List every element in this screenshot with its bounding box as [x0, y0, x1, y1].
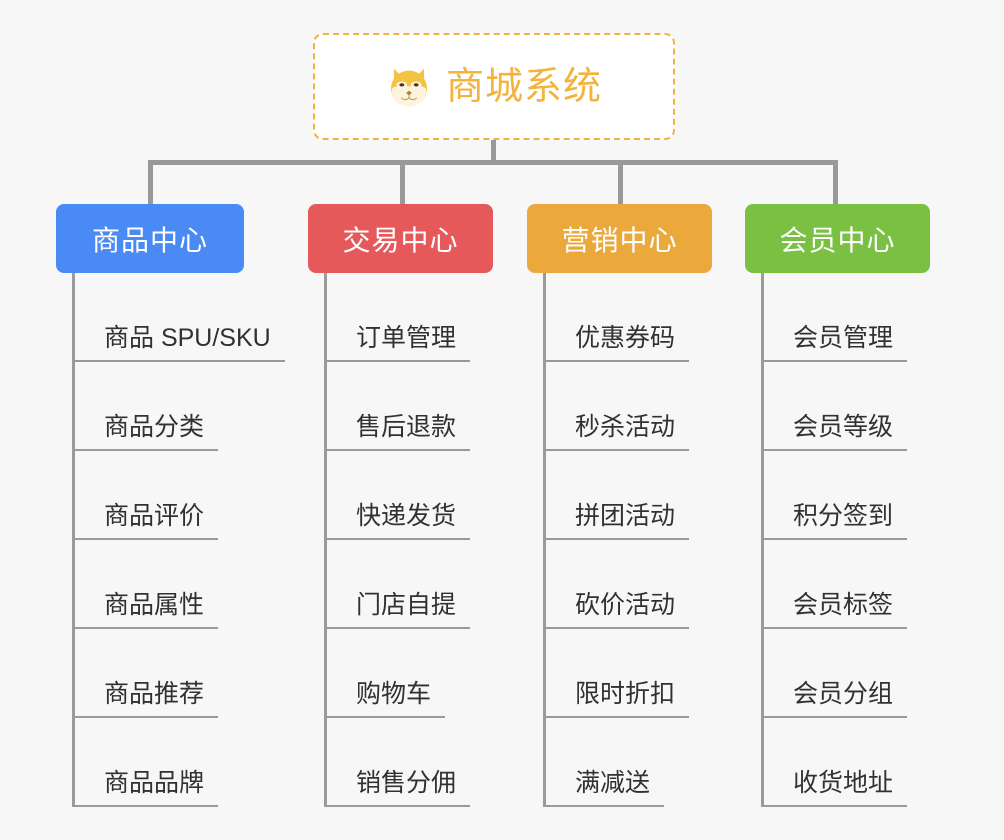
- leaf-list-2: 订单管理 售后退款 快递发货 门店自提 购物车 销售分佣: [324, 273, 471, 807]
- category-header-会员中心[interactable]: 会员中心: [745, 204, 930, 273]
- category-spine-2: [324, 273, 327, 807]
- leaf-item[interactable]: 商品品牌: [72, 718, 285, 807]
- leaf-list-1: 商品 SPU/SKU 商品分类 商品评价 商品属性 商品推荐 商品品牌: [72, 273, 285, 807]
- leaf-item[interactable]: 商品推荐: [72, 629, 285, 718]
- leaf-label: 会员分组: [793, 679, 894, 708]
- leaf-label: 商品评价: [104, 501, 205, 530]
- leaf-item[interactable]: 快递发货: [324, 451, 471, 540]
- leaf-label: 快递发货: [356, 501, 457, 530]
- category-label: 交易中心: [342, 224, 459, 256]
- leaf-label: 商品属性: [104, 590, 205, 619]
- shiba-dog-face-icon: [391, 67, 427, 106]
- leaf-item[interactable]: 满减送: [543, 718, 689, 807]
- leaf-item[interactable]: 购物车: [324, 629, 470, 718]
- category-header-营销中心[interactable]: 营销中心: [527, 204, 712, 273]
- leaf-label: 商品品牌: [104, 768, 205, 797]
- leaf-label: 拼团活动: [575, 501, 676, 530]
- leaf-item[interactable]: 商品属性: [72, 540, 285, 629]
- root-title: 商城系统: [445, 65, 602, 108]
- connector-root-stem: [491, 140, 496, 162]
- category-column-2: 交易中心 订单管理 售后退款 快递发货 门店自提 购物车 销售分佣: [308, 204, 493, 807]
- leaf-item[interactable]: 限时折扣: [543, 629, 690, 718]
- leaf-label: 会员管理: [793, 323, 894, 352]
- connector-branch-1: [148, 163, 153, 204]
- category-spine-4: [761, 273, 764, 807]
- leaf-item[interactable]: 积分签到: [761, 451, 908, 540]
- leaf-label: 积分签到: [793, 501, 894, 530]
- category-column-1: 商品中心 商品 SPU/SKU 商品分类 商品评价 商品属性 商品推荐 商品品牌: [56, 204, 285, 807]
- connector-branch-3: [618, 163, 623, 204]
- leaf-list-3: 优惠券码 秒杀活动 拼团活动 砍价活动 限时折扣 满减送: [543, 273, 690, 807]
- leaf-label: 限时折扣: [575, 679, 676, 708]
- category-label: 营销中心: [561, 224, 678, 256]
- leaf-list-4: 会员管理 会员等级 积分签到 会员标签 会员分组 收货地址: [761, 273, 908, 807]
- connector-branch-4: [833, 163, 838, 204]
- leaf-label: 购物车: [356, 679, 432, 708]
- leaf-item[interactable]: 会员等级: [761, 362, 908, 451]
- leaf-item[interactable]: 拼团活动: [543, 451, 690, 540]
- category-spine-1: [72, 273, 75, 807]
- root-node-商城系统[interactable]: 商城系统: [313, 33, 675, 140]
- leaf-item[interactable]: 订单管理: [324, 273, 471, 362]
- leaf-item[interactable]: 商品评价: [72, 451, 285, 540]
- leaf-label: 会员等级: [793, 412, 894, 441]
- leaf-label: 会员标签: [793, 590, 894, 619]
- category-column-3: 营销中心 优惠券码 秒杀活动 拼团活动 砍价活动 限时折扣 满减送: [527, 204, 712, 807]
- category-header-交易中心[interactable]: 交易中心: [308, 204, 493, 273]
- leaf-label: 秒杀活动: [575, 412, 676, 441]
- category-spine-3: [543, 273, 546, 807]
- leaf-item[interactable]: 会员标签: [761, 540, 908, 629]
- leaf-item[interactable]: 砍价活动: [543, 540, 690, 629]
- leaf-label: 售后退款: [356, 412, 457, 441]
- leaf-item[interactable]: 优惠券码: [543, 273, 690, 362]
- connector-horizontal-bus: [148, 160, 838, 165]
- connector-branch-2: [400, 163, 405, 204]
- leaf-item[interactable]: 商品分类: [72, 362, 285, 451]
- leaf-item[interactable]: 会员分组: [761, 629, 908, 718]
- leaf-label: 满减送: [575, 768, 651, 797]
- leaf-item[interactable]: 收货地址: [761, 718, 908, 807]
- category-label: 商品中心: [91, 224, 208, 256]
- leaf-label: 销售分佣: [356, 768, 457, 797]
- leaf-label: 收货地址: [793, 768, 894, 797]
- leaf-item[interactable]: 会员管理: [761, 273, 908, 362]
- leaf-label: 商品分类: [104, 412, 205, 441]
- category-header-商品中心[interactable]: 商品中心: [56, 204, 244, 273]
- category-column-4: 会员中心 会员管理 会员等级 积分签到 会员标签 会员分组 收货地址: [745, 204, 930, 807]
- leaf-label: 砍价活动: [575, 590, 676, 619]
- category-label: 会员中心: [779, 224, 896, 256]
- leaf-item[interactable]: 售后退款: [324, 362, 471, 451]
- leaf-label: 优惠券码: [575, 323, 676, 352]
- leaf-item[interactable]: 门店自提: [324, 540, 471, 629]
- leaf-item[interactable]: 秒杀活动: [543, 362, 690, 451]
- leaf-label: 商品推荐: [104, 679, 205, 708]
- leaf-label: 商品 SPU/SKU: [104, 323, 271, 352]
- leaf-label: 订单管理: [356, 323, 457, 352]
- leaf-label: 门店自提: [356, 590, 457, 619]
- leaf-item[interactable]: 商品 SPU/SKU: [72, 273, 285, 362]
- leaf-item[interactable]: 销售分佣: [324, 718, 471, 807]
